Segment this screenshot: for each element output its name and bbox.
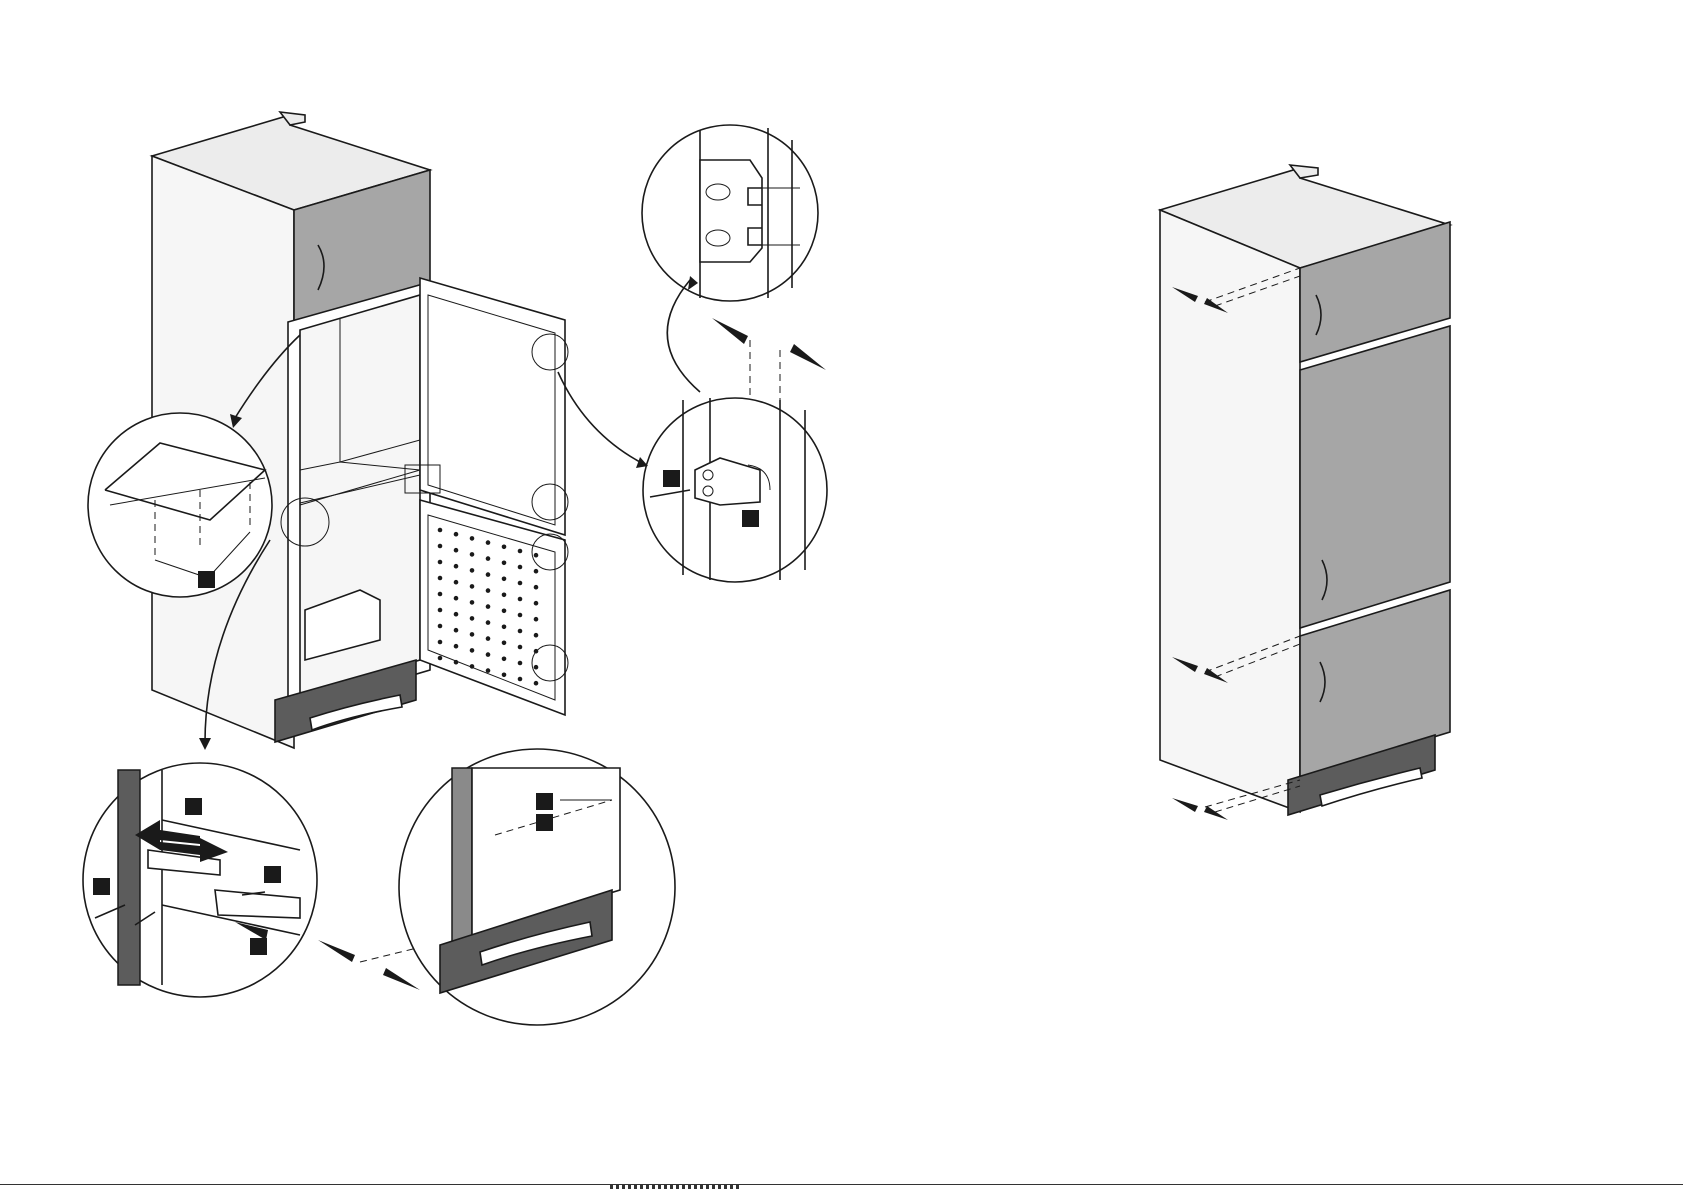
door-dot <box>470 616 475 621</box>
door-dot <box>518 613 523 618</box>
callout-marker <box>663 470 680 487</box>
door-dot <box>502 593 507 598</box>
door-dot <box>438 528 443 533</box>
door-dot <box>438 624 443 629</box>
double-arrow-icon <box>790 344 826 370</box>
door-dot <box>454 644 459 649</box>
door-dot <box>518 629 523 634</box>
door-dot <box>438 608 443 613</box>
door-dot <box>534 633 539 638</box>
door-dot <box>470 648 475 653</box>
door-dot <box>518 677 523 682</box>
door-dot <box>534 601 539 606</box>
leader-arrow-2 <box>558 372 640 462</box>
door-dot <box>534 617 539 622</box>
magnifier-circle-icon <box>88 413 272 597</box>
door-dot <box>470 632 475 637</box>
detail-top-strip <box>88 413 272 597</box>
door-dot <box>518 597 523 602</box>
hinge-icon <box>700 160 762 262</box>
door-dot <box>454 564 459 569</box>
detail-hinge-adjust <box>642 125 818 301</box>
door-dot <box>502 657 507 662</box>
callout-marker <box>264 866 281 883</box>
leader-arrow-3 <box>667 280 700 392</box>
door-dot <box>470 552 475 557</box>
callout-marker <box>536 814 553 831</box>
door-dot <box>438 544 443 549</box>
door-dot <box>518 661 523 666</box>
detail-hinge-bracket <box>643 398 827 582</box>
callout-marker <box>536 793 553 810</box>
double-arrow-icon <box>712 318 748 344</box>
door-dot <box>534 569 539 574</box>
door-dot <box>470 568 475 573</box>
open-freezer-door <box>420 500 565 715</box>
door-dot <box>454 660 459 665</box>
door-dot <box>486 540 491 545</box>
right-cabinet-figure <box>1160 165 1450 820</box>
door-dot <box>534 585 539 590</box>
door-dot <box>486 572 491 577</box>
callout-marker <box>198 571 215 588</box>
door-dot <box>518 549 523 554</box>
door-dot <box>502 561 507 566</box>
door-dot <box>486 588 491 593</box>
door-edge <box>118 770 140 985</box>
door-dot <box>486 668 491 673</box>
double-arrow-icon <box>1204 806 1228 820</box>
door-dot <box>438 656 443 661</box>
door-dot <box>438 576 443 581</box>
door-dot <box>502 625 507 630</box>
door-dot <box>454 628 459 633</box>
door-dot <box>438 640 443 645</box>
right-fridge-door <box>1300 326 1450 628</box>
door-dot <box>438 592 443 597</box>
door-dot <box>454 580 459 585</box>
door-dot <box>470 584 475 589</box>
side-panel <box>452 768 472 948</box>
door-dot <box>502 609 507 614</box>
door-dot <box>470 536 475 541</box>
door-dot <box>534 681 539 686</box>
detail-door-alignment <box>83 763 317 997</box>
door-dot <box>502 673 507 678</box>
door-dot <box>470 664 475 669</box>
door-dot <box>534 665 539 670</box>
double-arrow-icon <box>383 968 420 990</box>
door-dot <box>454 548 459 553</box>
callout-marker <box>93 878 110 895</box>
door-dot <box>486 604 491 609</box>
double-arrow-icon <box>318 940 355 962</box>
door-dot <box>470 600 475 605</box>
door-dot <box>454 612 459 617</box>
door-dot <box>486 620 491 625</box>
door-dot <box>486 556 491 561</box>
door-dot <box>502 577 507 582</box>
door-dot <box>502 641 507 646</box>
callout-marker <box>250 938 267 955</box>
door-dot <box>438 560 443 565</box>
door-dot <box>454 596 459 601</box>
double-arrow-icon <box>1172 798 1198 812</box>
open-fridge-door <box>420 278 565 535</box>
door-dot <box>518 581 523 586</box>
callout-marker <box>742 510 759 527</box>
door-dot <box>486 652 491 657</box>
footer-barcode <box>610 1185 740 1189</box>
door-dot <box>502 545 507 550</box>
arrow-head <box>199 738 211 750</box>
door-dot <box>534 553 539 558</box>
door-dot <box>486 636 491 641</box>
door-dot <box>518 645 523 650</box>
door-dot <box>454 532 459 537</box>
door-dot <box>518 565 523 570</box>
page-footer-rule <box>0 1184 1683 1191</box>
detail-plinth <box>399 749 675 1025</box>
callout-marker <box>185 798 202 815</box>
